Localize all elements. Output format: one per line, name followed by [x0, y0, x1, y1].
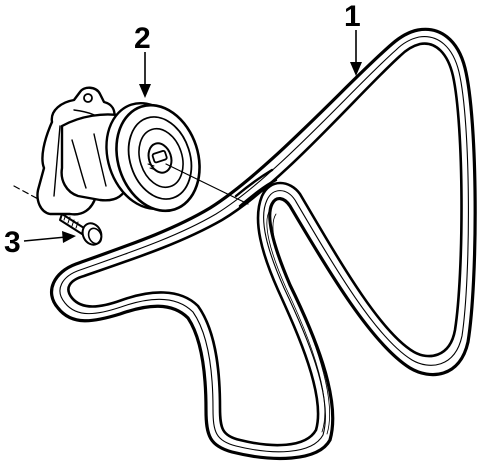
bracket-edge	[53, 125, 61, 197]
belt-rib-line	[266, 209, 326, 433]
bolt-thread	[63, 213, 79, 229]
alignment-lines	[13, 163, 249, 205]
callout-2-arrowhead	[139, 84, 151, 98]
pulley-face-ring	[127, 116, 193, 200]
callout-3-leader	[23, 236, 67, 242]
callout-1-label: 1	[344, 0, 361, 33]
belt-rib-line	[59, 36, 469, 453]
bolt-washer	[87, 227, 103, 245]
serpentine-belt	[49, 27, 477, 460]
callout-2-label: 2	[134, 22, 151, 55]
bracket-hole	[83, 93, 93, 103]
belt-outer-edge	[49, 27, 477, 460]
pulley-hub-shading	[147, 163, 157, 171]
tensioner-arm-detail	[71, 139, 87, 189]
belt-rib-line	[272, 213, 331, 435]
callouts: 1 2 3	[4, 0, 362, 259]
belt-crossover	[238, 178, 278, 208]
belt-tensioner	[36, 86, 201, 216]
pulley-face-ring	[138, 127, 184, 189]
bolt-axis-line	[13, 185, 41, 201]
belt-inner-edge	[67, 42, 463, 447]
bolt-shank	[59, 213, 85, 235]
tensioner-bolt	[59, 213, 103, 246]
pulley-axis-line	[165, 163, 249, 205]
callout-3-label: 3	[4, 226, 21, 259]
callout-3-arrowhead	[62, 231, 76, 243]
belt-crossover	[234, 168, 274, 198]
tensioner-arm-detail	[93, 133, 107, 187]
callout-1-arrowhead	[350, 62, 362, 76]
pulley-hub-bolt	[151, 149, 168, 164]
